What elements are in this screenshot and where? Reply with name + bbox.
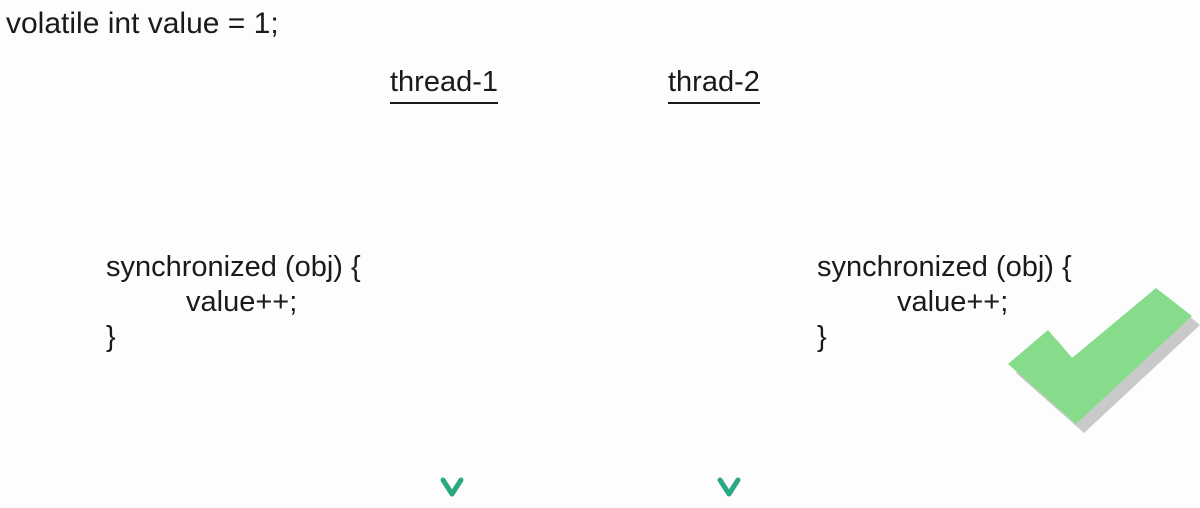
- thread-1-label: thread-1: [390, 64, 499, 104]
- thread-1-code-block: synchronized (obj) { value++; }: [106, 250, 361, 355]
- variable-declaration: volatile int value = 1;: [6, 7, 279, 40]
- checkmark-icon: [1008, 288, 1200, 433]
- increment-line: value++;: [186, 286, 298, 318]
- sync-open-line: synchronized (obj) {: [817, 251, 1072, 283]
- increment-line: value++;: [897, 286, 1009, 318]
- sync-close-line: }: [106, 321, 116, 353]
- thread-1-timeline-arrow: [440, 103, 464, 497]
- thread-2-label: thrad-2: [668, 64, 760, 104]
- sync-open-line: synchronized (obj) {: [106, 251, 361, 283]
- sync-close-line: }: [817, 321, 827, 353]
- thread-2-code-block: synchronized (obj) { value++; }: [817, 250, 1072, 355]
- thread-2-timeline-arrow: [717, 103, 741, 497]
